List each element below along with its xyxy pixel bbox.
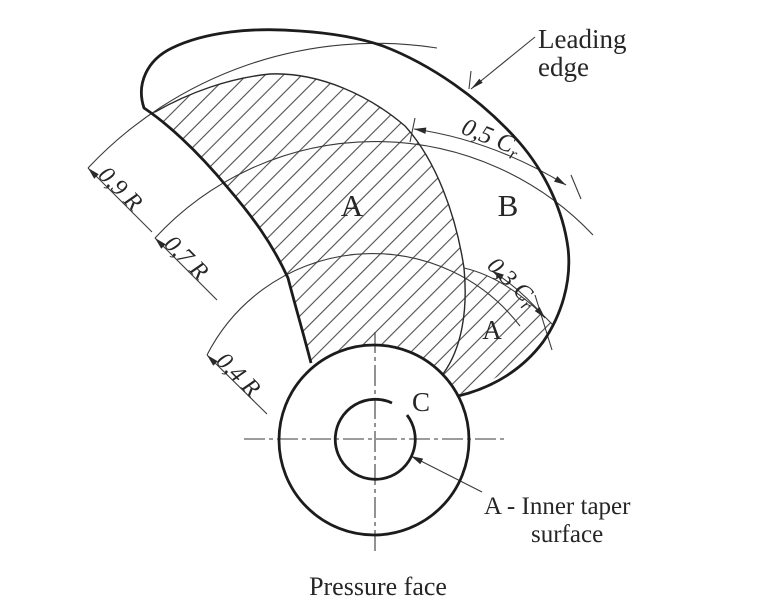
zone-c-label: C <box>412 387 430 417</box>
arrowhead-09r <box>88 168 99 179</box>
leading-edge-tick <box>468 70 472 90</box>
inner-taper-note-line2: surface <box>531 521 603 548</box>
inner-taper-note-line1: A - Inner taper <box>484 493 631 520</box>
radius-04r-label: 0,4 R <box>211 348 265 402</box>
hub-outer-circle <box>277 343 471 537</box>
zone-a-b-boundary <box>154 73 466 375</box>
leading-edge-label-line1: Leading <box>538 24 626 54</box>
arrowhead-05cr-right <box>554 176 566 185</box>
pressure-face-caption: Pressure face <box>309 572 447 600</box>
zone-a-hub-hatched-region <box>443 268 553 394</box>
zone-a-hatched-region <box>144 73 466 374</box>
dim-05cr-arc <box>413 128 567 186</box>
blade-outline <box>140 28 571 398</box>
radius-07r-leader <box>154 237 218 301</box>
dim-05cr-left-tick <box>409 117 416 143</box>
arrowhead-07r <box>155 238 166 249</box>
radius-arc-04r <box>206 252 521 356</box>
arrowhead-inner-taper <box>411 456 424 465</box>
leading-edge-label-line2: edge <box>538 52 589 82</box>
leading-edge-leader <box>470 36 536 90</box>
dim-03cr-extension-line <box>534 294 553 351</box>
arrowhead-04r <box>207 355 218 366</box>
radius-04r-leader <box>206 354 268 415</box>
zone-b-label: B <box>498 188 519 223</box>
radius-07r-label: 0,7 R <box>159 231 213 285</box>
zone-a-label: A <box>341 188 364 223</box>
dim-05cr-right-tick <box>570 174 582 200</box>
radius-arc-09r <box>87 42 438 169</box>
dim-05cr-label: 0,5 Cr <box>457 114 525 165</box>
radius-09r-label: 0,9 R <box>93 162 147 216</box>
arrowhead-03cr-left <box>492 271 504 281</box>
arrowhead-05cr-left <box>414 127 427 134</box>
arrowhead-leading-edge <box>471 78 483 89</box>
radius-arc-07r <box>154 141 594 239</box>
arrowhead-03cr-right <box>534 306 545 318</box>
hub-inner-circle <box>333 397 417 481</box>
radius-09r-leader <box>87 167 153 233</box>
zone-a-hub-label: A <box>482 315 502 345</box>
inner-taper-leader <box>410 455 483 493</box>
